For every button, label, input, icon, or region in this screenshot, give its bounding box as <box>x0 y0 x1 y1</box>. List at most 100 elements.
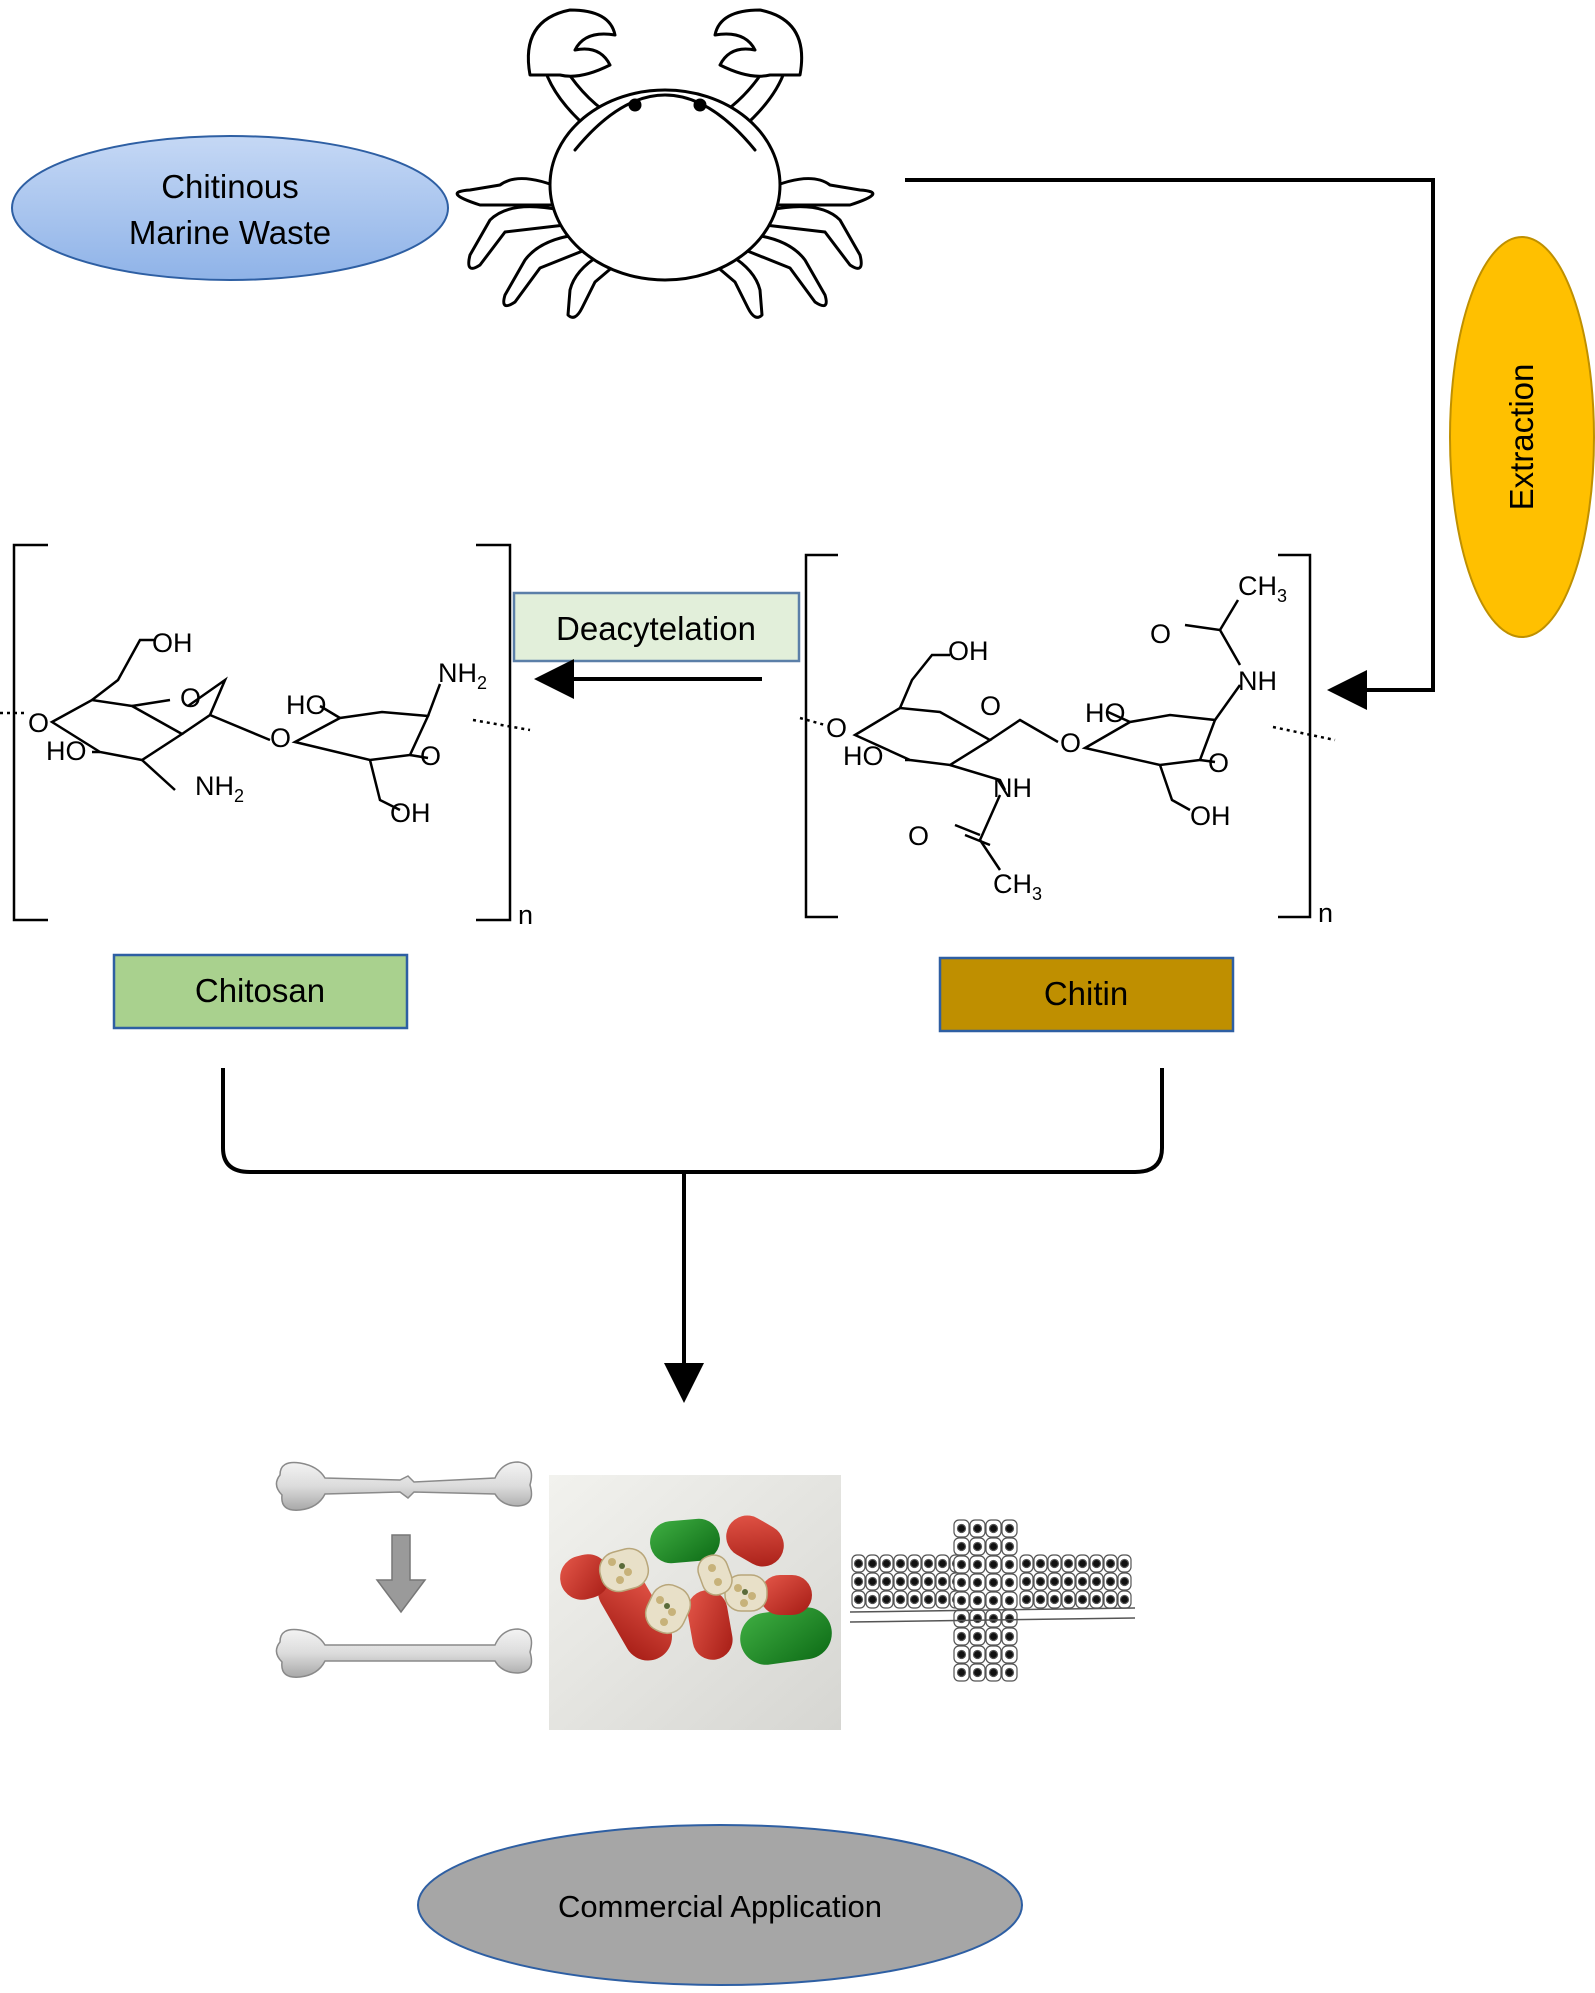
cell-nucleus <box>909 1558 920 1569</box>
deacetylation-label: Deacytelation <box>556 610 756 647</box>
chitin-bridge-o: O <box>1060 728 1081 758</box>
cell-nucleus <box>1004 1595 1015 1606</box>
drug-capsules-photo <box>549 1475 841 1730</box>
chitin-oh-top: OH <box>948 636 989 666</box>
cell-nucleus <box>937 1576 948 1587</box>
cell-nucleus <box>1004 1559 1015 1570</box>
cell-nucleus <box>1004 1649 1015 1660</box>
cell-nucleus <box>867 1594 878 1605</box>
cell-nucleus <box>1035 1576 1046 1587</box>
cell-nucleus <box>956 1541 967 1552</box>
chitin-nh-bottom: NH <box>993 773 1032 803</box>
cell-nucleus <box>867 1576 878 1587</box>
chitosan-structure: OH O O HO NH2 O HO NH2 O OH n <box>0 543 533 930</box>
cell-nucleus <box>1049 1594 1060 1605</box>
chitin-ho-right: HO <box>1085 698 1126 728</box>
cell-nucleus <box>956 1649 967 1660</box>
cell-nucleus <box>1049 1558 1060 1569</box>
cell-nucleus <box>956 1631 967 1642</box>
cell-nucleus <box>972 1595 983 1606</box>
chitin-ring-o2: O <box>1208 748 1229 778</box>
cell-nucleus <box>1049 1576 1060 1587</box>
extraction-node: Extraction <box>1449 236 1595 638</box>
cell-nucleus <box>895 1558 906 1569</box>
cell-nucleus <box>988 1523 999 1534</box>
cell-nucleus <box>1004 1613 1015 1624</box>
cell-nucleus <box>1091 1594 1102 1605</box>
cell-nucleus <box>1004 1523 1015 1534</box>
chitin-oh-bottom: OH <box>1190 801 1231 831</box>
cell-nucleus <box>972 1667 983 1678</box>
chitin-o-bottom: O <box>908 821 929 851</box>
cell-nucleus <box>1063 1594 1074 1605</box>
chitosan-repeat-n: n <box>518 900 533 930</box>
chitin-ho-left: HO <box>843 741 884 771</box>
cell-nucleus <box>867 1558 878 1569</box>
marine-waste-node: Chitinous Marine Waste <box>11 135 449 281</box>
merge-connector <box>221 1068 1164 1403</box>
cell-nucleus <box>1091 1576 1102 1587</box>
chitin-ch3-top: CH3 <box>1238 571 1287 606</box>
cell-nucleus <box>853 1576 864 1587</box>
chitin-ch3-bottom: CH3 <box>993 869 1042 904</box>
cell-nucleus <box>956 1559 967 1570</box>
cell-nucleus <box>1077 1558 1088 1569</box>
chitin-ring-o1: O <box>980 691 1001 721</box>
chitosan-label: Chitosan <box>195 972 325 1009</box>
cell-nucleus <box>988 1595 999 1606</box>
chitin-o-top: O <box>1150 619 1171 649</box>
cell-nucleus <box>1119 1558 1130 1569</box>
cell-nucleus <box>972 1631 983 1642</box>
cell-nucleus <box>956 1613 967 1624</box>
cell-nucleus <box>853 1558 864 1569</box>
chitosan-nh2-bottom: NH2 <box>195 771 244 806</box>
cell-nucleus <box>923 1576 934 1587</box>
cell-nucleus <box>1077 1594 1088 1605</box>
chitin-left-o: O <box>826 713 847 743</box>
cell-nucleus <box>972 1523 983 1534</box>
chitosan-ring-o2: O <box>420 741 441 771</box>
cell-nucleus <box>1004 1577 1015 1588</box>
cell-nucleus <box>956 1577 967 1588</box>
cell-nucleus <box>988 1631 999 1642</box>
cell-nucleus <box>972 1577 983 1588</box>
cell-nucleus <box>1063 1558 1074 1569</box>
cell-nucleus <box>988 1577 999 1588</box>
cell-nucleus <box>1004 1631 1015 1642</box>
cell-nucleus <box>909 1576 920 1587</box>
cell-nucleus <box>972 1541 983 1552</box>
cell-nucleus <box>895 1594 906 1605</box>
cell-nucleus <box>1063 1576 1074 1587</box>
cell-nucleus <box>972 1613 983 1624</box>
cell-nucleus <box>1119 1576 1130 1587</box>
chitosan-left-o: O <box>28 708 49 738</box>
cell-nucleus <box>1119 1594 1130 1605</box>
chitosan-nh2-top: NH2 <box>438 658 487 693</box>
cell-nucleus <box>956 1667 967 1678</box>
chitin-nh-top: NH <box>1238 666 1277 696</box>
crab-illustration <box>455 8 875 319</box>
cell-nucleus <box>1035 1558 1046 1569</box>
chitosan-ho-left: HO <box>46 736 87 766</box>
chitosan-bridge-o: O <box>270 723 291 753</box>
cell-nucleus <box>923 1594 934 1605</box>
marine-waste-label-2: Marine Waste <box>129 214 331 251</box>
cell-nucleus <box>923 1558 934 1569</box>
chitosan-oh-bottom: OH <box>390 798 431 828</box>
cell-nucleus <box>1105 1576 1116 1587</box>
chitin-node: Chitin <box>938 956 1235 1033</box>
cell-nucleus <box>937 1558 948 1569</box>
chitosan-ring-o1: O <box>180 683 201 713</box>
tissue-engineering-illustration <box>849 1519 1136 1682</box>
cell-nucleus <box>853 1594 864 1605</box>
cell-nucleus <box>1035 1594 1046 1605</box>
cell-nucleus <box>1021 1576 1032 1587</box>
deacetylation-node: Deacytelation <box>512 591 801 663</box>
bone-repair-illustration <box>275 1461 533 1678</box>
chitosan-ho-right: HO <box>286 690 327 720</box>
chitosan-oh-top: OH <box>152 628 193 658</box>
cell-nucleus <box>1105 1594 1116 1605</box>
cell-nucleus <box>956 1595 967 1606</box>
cell-nucleus <box>1004 1541 1015 1552</box>
cell-nucleus <box>956 1523 967 1534</box>
